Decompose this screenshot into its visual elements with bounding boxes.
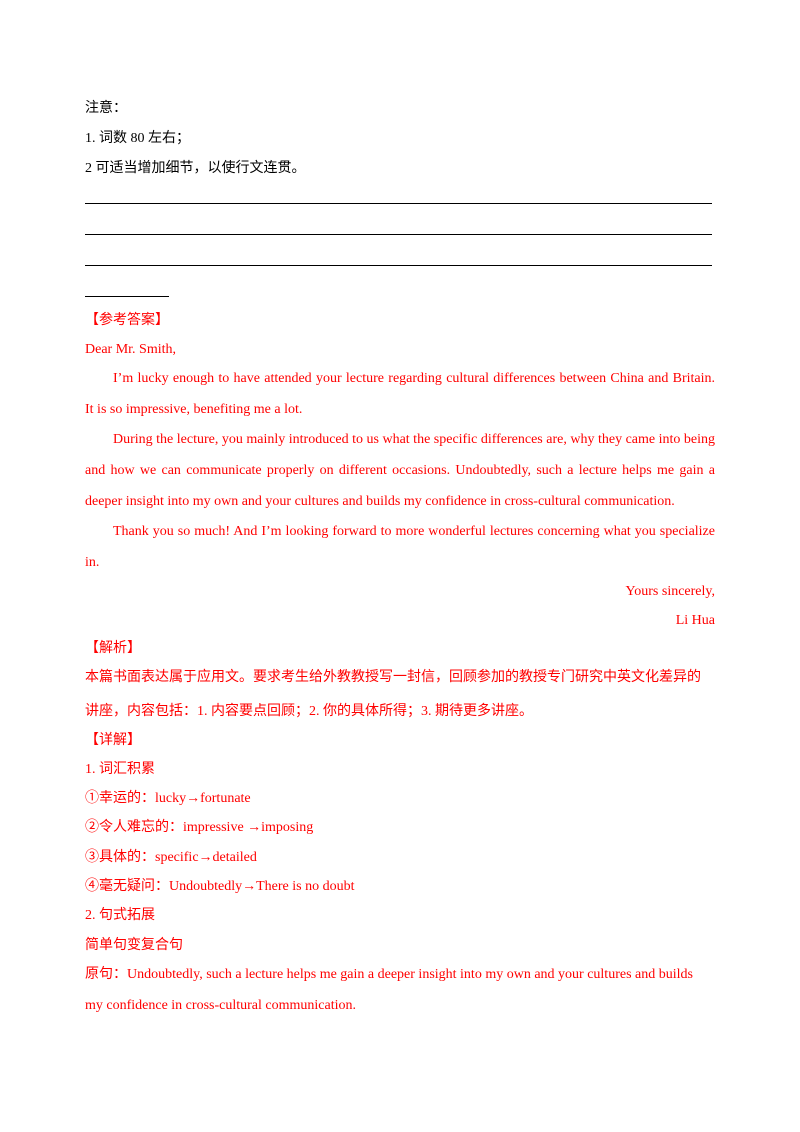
details-section-vocabulary: 1. 词汇积累	[85, 762, 155, 777]
analysis-heading: 【解析】	[85, 641, 141, 656]
letter-closing: Yours sincerely,	[625, 584, 715, 599]
notes-heading: 注意：	[85, 101, 127, 116]
vocab-item: ①幸运的：lucky→fortunate	[85, 791, 251, 806]
vocab-item: ③具体的：specific→detailed	[85, 850, 257, 865]
writing-line	[85, 203, 712, 204]
details-subheading: 简单句变复合句	[85, 938, 183, 953]
letter-signature: Li Hua	[675, 613, 715, 628]
writing-line	[85, 234, 712, 235]
answer-heading: 【参考答案】	[85, 313, 169, 328]
analysis-line-1: 本篇书面表达属于应用文。要求考生给外教教授写一封信，回顾参加的教授专门研究中英文…	[85, 670, 701, 685]
details-section-sentence: 2. 句式拓展	[85, 908, 155, 923]
letter-paragraph-1: I’m lucky enough to have attended your l…	[85, 371, 715, 417]
writing-line	[85, 265, 712, 266]
writing-line-short	[85, 296, 169, 297]
notes-item-1: 1. 词数 80 左右；	[85, 131, 190, 146]
analysis-line-2: 讲座，内容包括：1. 内容要点回顾；2. 你的具体所得；3. 期待更多讲座。	[85, 704, 533, 719]
details-heading: 【详解】	[85, 733, 141, 748]
vocab-item: ④毫无疑问：Undoubtedly→There is no doubt	[85, 879, 355, 894]
original-sentence-line-2: my confidence in cross-cultural communic…	[85, 998, 356, 1013]
vocab-item: ②令人难忘的：impressive →imposing	[85, 820, 314, 835]
letter-paragraph-2: During the lecture, you mainly introduce…	[85, 432, 715, 509]
original-sentence-line-1: 原句：Undoubtedly, such a lecture helps me …	[85, 967, 693, 982]
notes-item-2: 2 可适当增加细节，以使行文连贯。	[85, 161, 306, 176]
letter-paragraph-3: Thank you so much! And I’m looking forwa…	[85, 524, 715, 570]
letter-greeting: Dear Mr. Smith,	[85, 342, 176, 357]
